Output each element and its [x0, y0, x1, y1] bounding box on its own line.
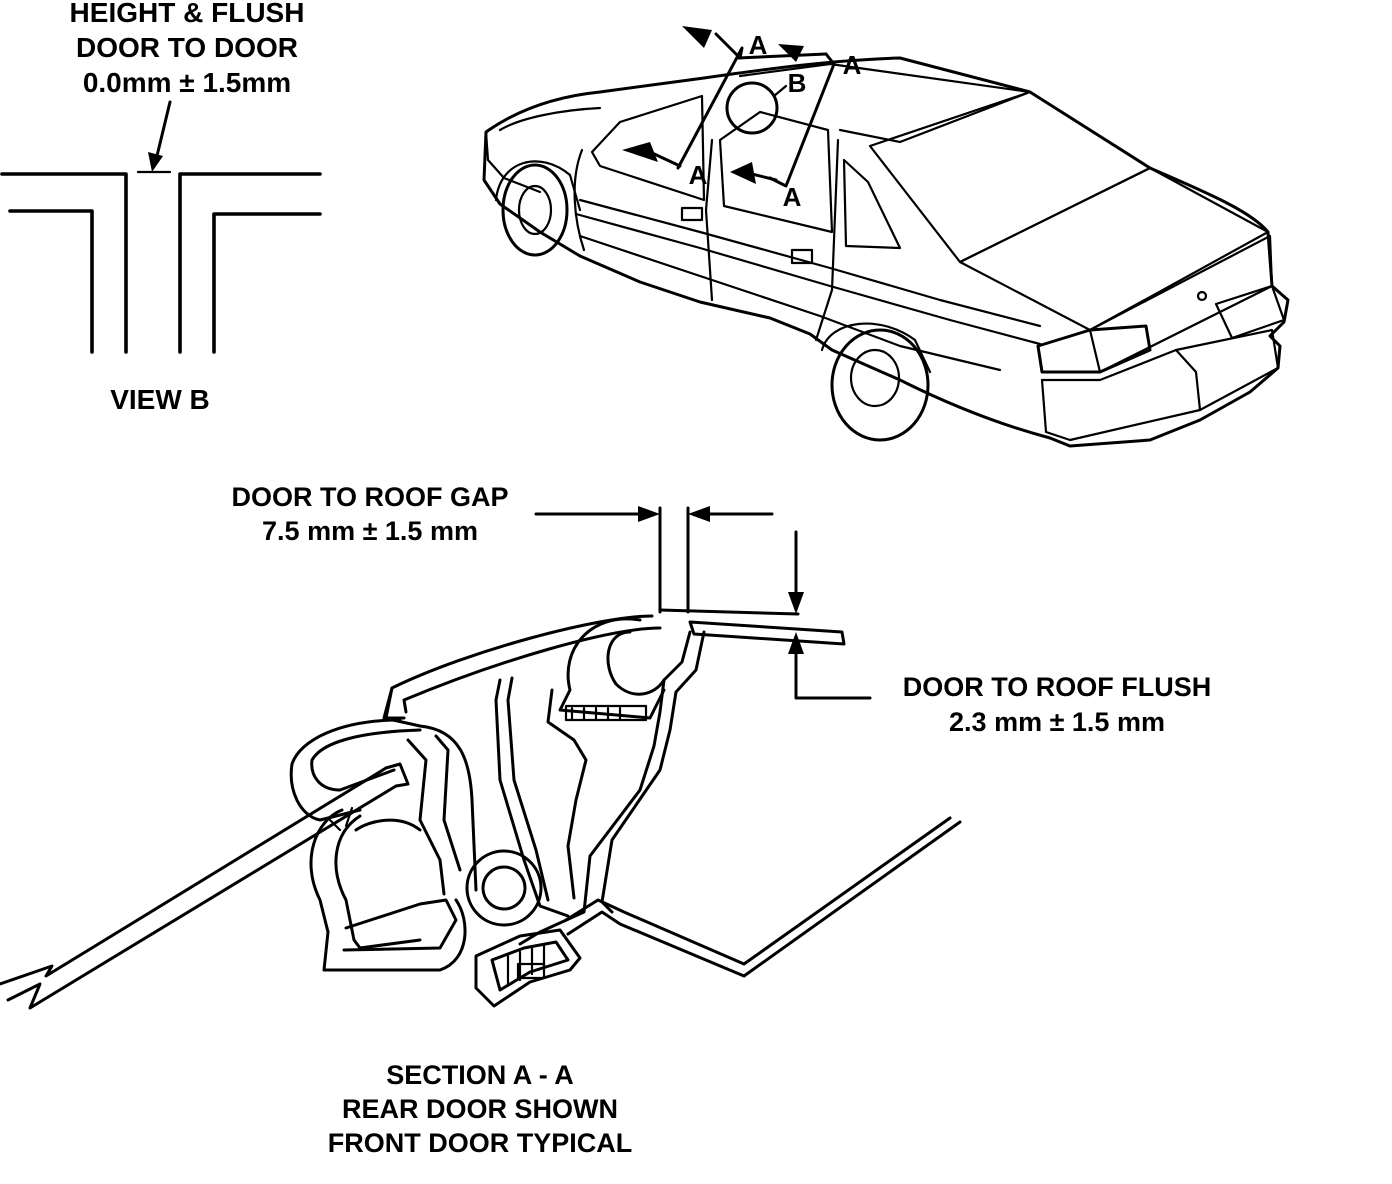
view-b-title-line2: DOOR TO DOOR: [76, 32, 298, 63]
view-b-leader-arrow: [148, 100, 172, 172]
view-b-title-line1: HEIGHT & FLUSH: [70, 0, 305, 28]
section-caption-line2: REAR DOOR SHOWN: [342, 1094, 618, 1124]
car-illustration: A A A A B: [482, 26, 1290, 448]
view-b-profile: [0, 170, 322, 354]
flush-dimension: [788, 530, 872, 700]
view-b-callout-circle: [725, 81, 779, 135]
view-b-detail: HEIGHT & FLUSH DOOR TO DOOR 0.0mm ± 1.5m…: [0, 0, 322, 415]
section-marker-a-bottom-left: A: [689, 160, 708, 190]
view-b-marker: B: [788, 68, 807, 98]
gap-label-line1: DOOR TO ROOF GAP: [231, 482, 508, 512]
view-b-spec: 0.0mm ± 1.5mm: [83, 67, 291, 98]
section-caption-line3: FRONT DOOR TYPICAL: [328, 1128, 633, 1158]
section-marker-a-top-right: A: [843, 50, 862, 80]
section-marker-a-top-left: A: [749, 30, 768, 60]
view-b-caption: VIEW B: [110, 384, 210, 415]
section-marker-a-bottom-right: A: [783, 182, 802, 212]
section-a-a-drawing: DOOR TO ROOF GAP 7.5 mm ± 1.5 mm DOOR TO…: [0, 482, 1212, 1010]
section-caption-line1: SECTION A - A: [386, 1060, 574, 1090]
gap-dimension: [534, 506, 800, 616]
flush-label-line2: 2.3 mm ± 1.5 mm: [949, 707, 1165, 737]
flush-label-line1: DOOR TO ROOF FLUSH: [903, 672, 1212, 702]
section-a-cut-lines: [622, 26, 836, 188]
gap-label-line2: 7.5 mm ± 1.5 mm: [262, 516, 478, 546]
